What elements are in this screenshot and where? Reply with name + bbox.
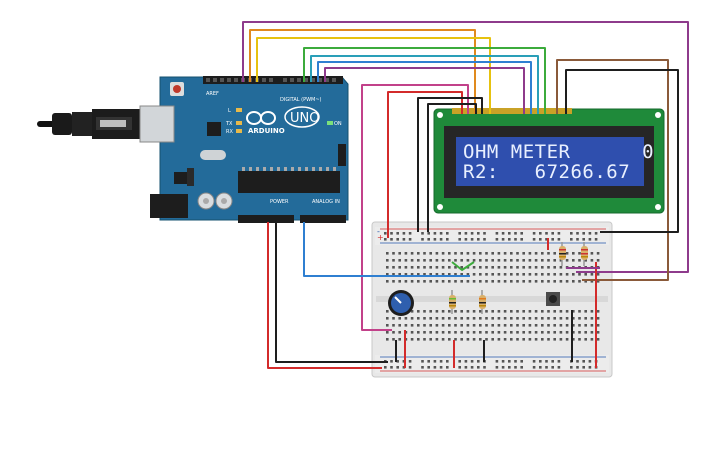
- wires: [242, 21, 689, 369]
- power-label: POWER: [270, 199, 289, 205]
- lcd-line-1: OHM METER 0: [463, 141, 654, 163]
- pushbutton[interactable]: [546, 292, 560, 306]
- wire-magenta: [361, 84, 469, 331]
- wire-teal: [310, 55, 539, 114]
- usb-chip: [207, 122, 221, 136]
- potentiometer[interactable]: [388, 290, 414, 316]
- minus-rail-label: -: [377, 227, 380, 236]
- wire-black-right: [565, 69, 679, 233]
- lcd-line-2: R2: 67266.67: [463, 161, 630, 183]
- rx-label: RX: [226, 129, 233, 135]
- usb-port: [139, 105, 175, 143]
- analog-header: [300, 215, 346, 223]
- wire-green: [303, 47, 546, 114]
- aref-label: AREF: [206, 91, 219, 97]
- lcd-screen: [456, 137, 644, 186]
- analog-label: ANALOG IN: [312, 199, 340, 205]
- wire-brown: [556, 59, 669, 281]
- wire-black-lcd-1: [417, 97, 483, 232]
- breadboard: + -: [371, 221, 613, 378]
- digital-label: DIGITAL (PWM~): [280, 97, 322, 103]
- wire-purple-long: [242, 21, 689, 273]
- resistor-r2: [479, 290, 486, 314]
- l-led-label: L: [228, 108, 231, 114]
- tx-label: TX: [225, 121, 233, 127]
- lcd-module: OHM METER 0 R2: 67266.67: [433, 108, 665, 214]
- atmega-chip: [238, 171, 340, 193]
- on-label: ON: [334, 121, 342, 127]
- wire-red-5v: [267, 222, 382, 369]
- wire-analog-a0: [303, 222, 470, 277]
- resistor-r1: [449, 290, 456, 314]
- crystal: [200, 150, 226, 160]
- power-header: [238, 215, 294, 223]
- plus-rail-label: +: [377, 233, 384, 242]
- lcd-pin-header: [452, 108, 572, 114]
- arduino-board: DIGITAL (PWM~) AREF L TX RX ON ARDUINO U…: [139, 76, 349, 223]
- power-jack: [150, 194, 188, 218]
- wire-black-gnd: [275, 222, 388, 363]
- wire-green-jumper: [451, 261, 475, 271]
- arduino-brand: ARDUINO: [248, 127, 285, 135]
- resistor-r4: [581, 242, 588, 266]
- wire-yellow: [256, 37, 491, 114]
- resistor-r3: [559, 242, 566, 266]
- wire-black-lcd-2: [427, 103, 477, 232]
- arduino-logo: ARDUINO UNO: [246, 106, 320, 135]
- wire-orange: [249, 29, 476, 114]
- wire-blue: [317, 61, 532, 114]
- breadboard-holes: [384, 232, 600, 369]
- wire-purple-short: [324, 67, 525, 114]
- arduino-model: UNO: [290, 111, 319, 126]
